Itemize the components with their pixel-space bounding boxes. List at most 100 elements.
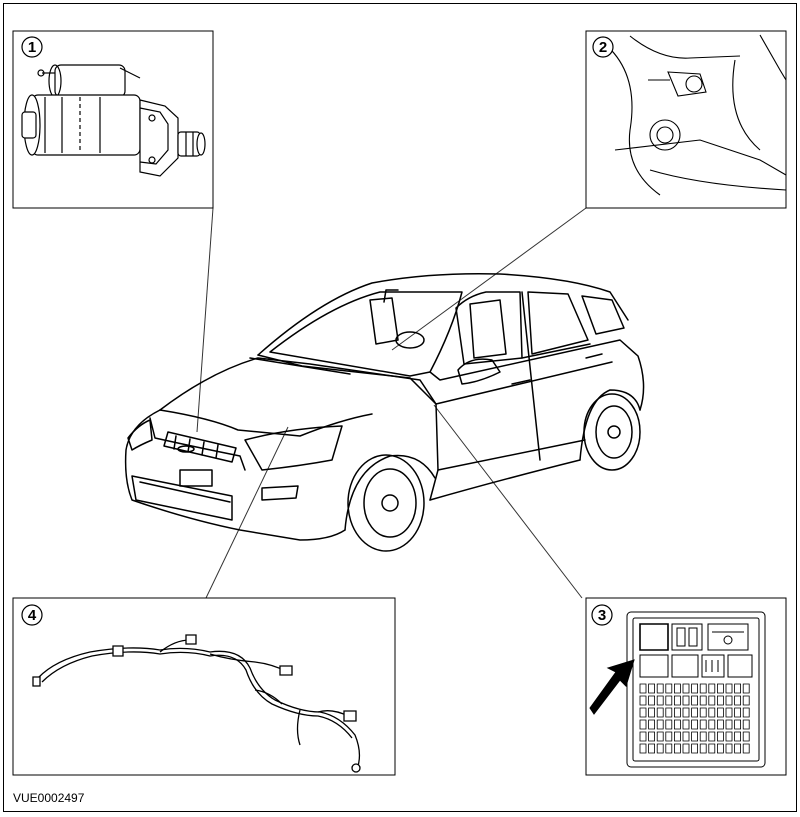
fuse-slot xyxy=(726,684,732,693)
fuse-slot xyxy=(640,696,646,705)
fuse-slot xyxy=(717,708,723,717)
reference-code: VUE0002497 xyxy=(13,791,85,805)
fuse-slot xyxy=(657,720,663,729)
fuse-slot xyxy=(674,708,680,717)
fuse-slot xyxy=(700,744,706,753)
callout-number-2: 2 xyxy=(599,39,607,56)
panel-wiring-harness: 4 xyxy=(13,598,395,775)
fuse-slot xyxy=(649,684,655,693)
fuse-slot xyxy=(640,732,646,741)
fuse-slot xyxy=(649,696,655,705)
fuse-slot xyxy=(674,720,680,729)
fuse-slot xyxy=(717,720,723,729)
fuse-slot xyxy=(743,708,749,717)
fuse-slot xyxy=(700,696,706,705)
fuse-slot xyxy=(666,732,672,741)
callout-badge-3 xyxy=(592,605,612,625)
callout-number-3: 3 xyxy=(598,607,606,624)
panel-starter-motor: 1 xyxy=(13,31,213,208)
starter-motor-illustration xyxy=(22,65,205,176)
fuse-slot xyxy=(735,732,741,741)
fuse-slot xyxy=(666,744,672,753)
fuse-slot xyxy=(700,732,706,741)
fuse-slot xyxy=(649,744,655,753)
leader-line-3 xyxy=(434,405,582,598)
panel-fuse-relay-box: 3 xyxy=(586,598,786,775)
fuse-slot xyxy=(649,720,655,729)
fuse-slot xyxy=(709,720,715,729)
fuse-slot xyxy=(683,720,689,729)
fuse-slot xyxy=(735,684,741,693)
fuse-slot xyxy=(674,696,680,705)
fuse-slot xyxy=(666,708,672,717)
fuse-slot xyxy=(717,684,723,693)
fuse-slot xyxy=(666,684,672,693)
fuse-slot xyxy=(717,696,723,705)
fuse-slot xyxy=(700,708,706,717)
fuse-slot xyxy=(726,744,732,753)
callout-number-1: 1 xyxy=(28,39,36,56)
car-illustration xyxy=(126,274,644,551)
fuse-slot xyxy=(743,744,749,753)
callout-badge-4 xyxy=(22,605,42,625)
fuse-slot xyxy=(743,684,749,693)
fuse-slot xyxy=(709,708,715,717)
fuse-slot xyxy=(709,744,715,753)
leader-line-4 xyxy=(206,427,288,598)
fuse-slot xyxy=(735,708,741,717)
fuse-slot xyxy=(683,744,689,753)
leader-line-2 xyxy=(392,208,586,350)
fuse-slot xyxy=(640,708,646,717)
fuse-slot xyxy=(683,684,689,693)
fuse-slot xyxy=(743,732,749,741)
fuse-slot xyxy=(692,708,698,717)
fuse-slot xyxy=(735,744,741,753)
fuse-slot xyxy=(692,732,698,741)
fuse-slot xyxy=(735,720,741,729)
leader-lines xyxy=(197,208,586,598)
panel-ignition-switch: 2 xyxy=(586,31,786,208)
fuse-slot xyxy=(692,696,698,705)
leader-line-1 xyxy=(197,208,213,432)
fuse-slot xyxy=(692,744,698,753)
fuse-slot xyxy=(726,720,732,729)
fuse-slot xyxy=(726,732,732,741)
callout-badge-2 xyxy=(593,37,613,57)
fuse-slot xyxy=(640,684,646,693)
fuse-rows xyxy=(640,684,749,753)
fuse-slot xyxy=(657,732,663,741)
fuse-slot xyxy=(700,720,706,729)
fuse-slot xyxy=(640,720,646,729)
fuse-slot xyxy=(657,708,663,717)
fuse-slot xyxy=(640,744,646,753)
diagram-border xyxy=(4,4,797,812)
fuse-slot xyxy=(743,720,749,729)
fuse-slot xyxy=(683,732,689,741)
fuse-slot xyxy=(717,732,723,741)
fuse-slot xyxy=(692,720,698,729)
fuse-slot xyxy=(674,732,680,741)
fuse-slot xyxy=(717,744,723,753)
fuse-slot xyxy=(666,720,672,729)
fuse-slot xyxy=(726,696,732,705)
fuse-slot xyxy=(674,744,680,753)
ignition-switch-illustration xyxy=(600,35,786,195)
fuse-slot xyxy=(649,708,655,717)
fuse-slot xyxy=(700,684,706,693)
fuse-slot xyxy=(657,684,663,693)
fuse-slot xyxy=(674,684,680,693)
fuse-slot xyxy=(649,732,655,741)
fuse-slot xyxy=(743,696,749,705)
fuse-slot xyxy=(735,696,741,705)
fuse-slot xyxy=(709,696,715,705)
fuse-slot xyxy=(657,744,663,753)
wiring-harness-illustration xyxy=(33,635,360,772)
fuse-slot xyxy=(683,696,689,705)
fuse-slot xyxy=(657,696,663,705)
fuse-slot xyxy=(683,708,689,717)
fuse-slot xyxy=(709,684,715,693)
callout-badge-1 xyxy=(22,37,42,57)
fuse-slot xyxy=(666,696,672,705)
fuse-slot xyxy=(709,732,715,741)
callout-number-4: 4 xyxy=(28,607,37,624)
